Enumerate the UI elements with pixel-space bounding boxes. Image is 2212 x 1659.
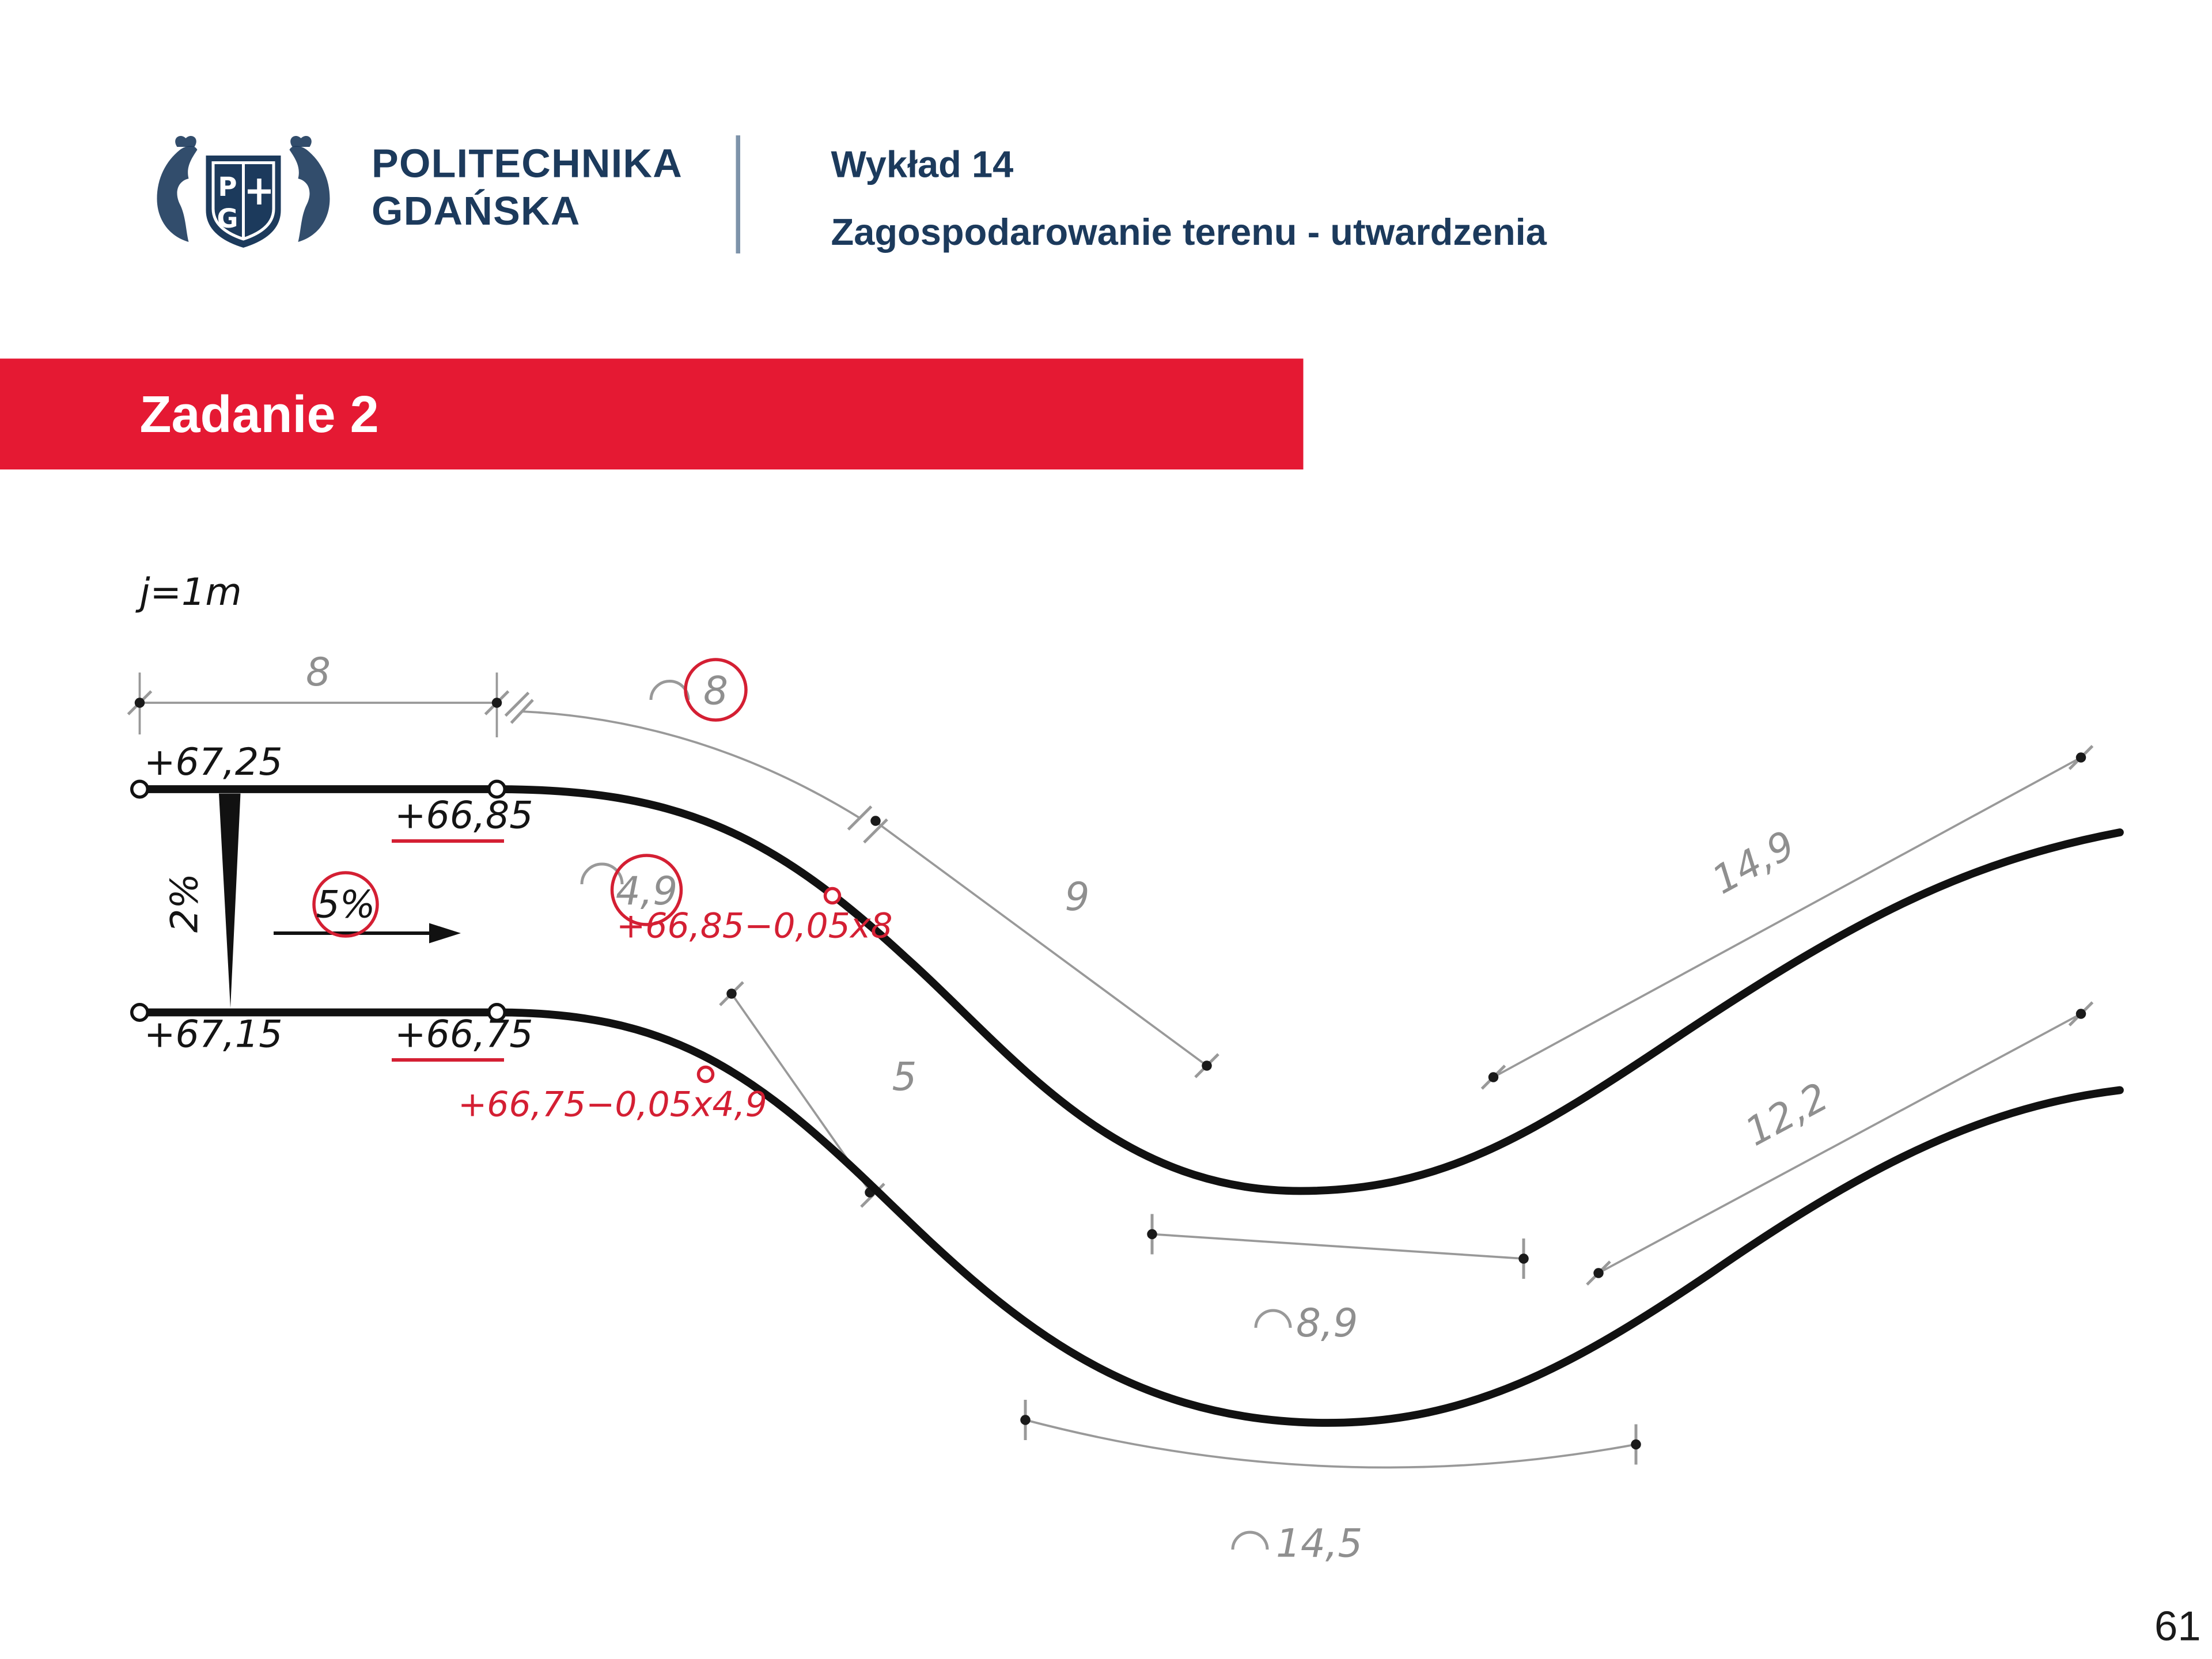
dim-label-5: 5 — [892, 1054, 917, 1100]
page-number: 61 — [2154, 1604, 2201, 1650]
crest-ornament-right — [289, 135, 330, 242]
lecture-header: Wykład 14 Zagospodarowanie terenu - utwa… — [831, 143, 1547, 255]
brand-line1: POLITECHNIKA — [372, 141, 683, 186]
elevation-top-right: +66,85 — [395, 794, 533, 838]
node-markers — [130, 779, 506, 1022]
slope-wedge — [219, 793, 241, 1008]
road-edge-bottom — [135, 1008, 2124, 1427]
computed-point-markers — [696, 887, 842, 1084]
university-name: POLITECHNIKA GDAŃSKA — [372, 140, 683, 235]
shield-letter-p: P — [218, 172, 237, 202]
task-banner: Zadanie 2 — [0, 358, 1304, 469]
arc-symbol-mid — [580, 862, 624, 885]
shield-cross-icon — [248, 179, 271, 204]
road-edges — [135, 785, 2124, 1427]
dim-label-9: 9 — [1065, 874, 1090, 919]
arc-symbol-89 — [1254, 1309, 1292, 1328]
slope-arrow-icon — [274, 923, 461, 944]
crest-shield: P G — [206, 156, 281, 248]
header-divider — [736, 135, 740, 253]
lecture-title: Wykład 14 — [831, 142, 1014, 186]
slope-cross-label: 2% — [164, 873, 207, 933]
circle-arc49 — [610, 854, 683, 926]
pg-crest-logo: P G — [157, 135, 330, 248]
dimension-dots — [134, 698, 2086, 1450]
dim-label-arc-top: 8 — [703, 668, 728, 714]
crest-ornament-left — [157, 135, 198, 242]
dim-label-89: 8,9 — [1296, 1300, 1358, 1346]
formula-bottom: +66,75−0,05x4,9 — [458, 1085, 767, 1125]
task-title: Zadanie 2 — [139, 384, 379, 443]
formula-top: +66,85−0,05x8 — [616, 906, 893, 946]
dim-label-straight-top: 8 — [306, 649, 331, 695]
dim-label-122: 12,2 — [1738, 1074, 1836, 1155]
dim-label-49: 4,9 — [616, 868, 677, 914]
dim-label-149: 14,9 — [1705, 821, 1802, 903]
elevation-bottom-right: +66,75 — [395, 1013, 533, 1056]
arc-symbol-145 — [1231, 1531, 1269, 1550]
scale-note: j=1m — [135, 571, 242, 614]
circle-arc8 — [684, 658, 748, 722]
slope-longitudinal-label: 5% — [316, 884, 375, 927]
circle-slope5 — [312, 871, 379, 938]
dim-label-145: 14,5 — [1276, 1521, 1362, 1566]
elevation-bottom-left: +67,15 — [144, 1013, 283, 1056]
arc-symbol-top — [649, 680, 690, 700]
elevation-top-left: +67,25 — [144, 741, 283, 784]
brand-line2: GDAŃSKA — [372, 188, 581, 234]
lecture-subtitle: Zagospodarowanie terenu - utwardzenia — [831, 210, 1547, 253]
annotation-circles — [312, 658, 748, 938]
shield-letter-g: G — [217, 203, 238, 234]
road-edge-top — [135, 785, 2124, 1195]
red-underlines — [392, 839, 504, 1062]
